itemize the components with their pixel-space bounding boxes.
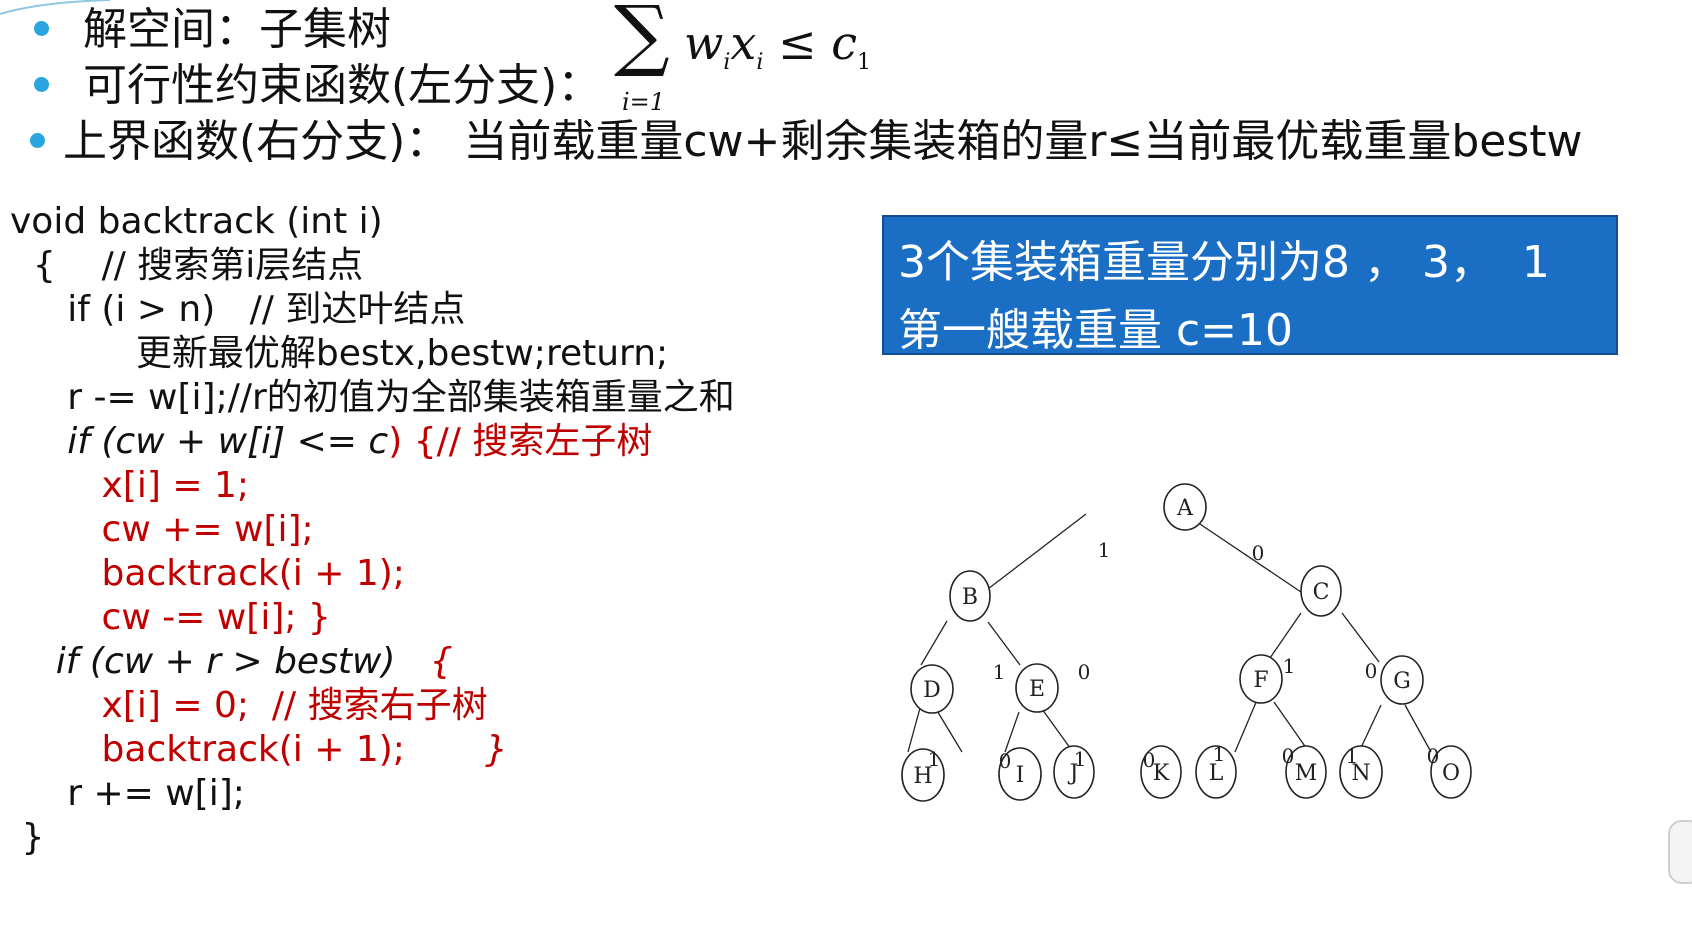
- tree-node-label-N: N: [1351, 761, 1370, 786]
- tree-node-label-C: C: [1313, 580, 1330, 605]
- bullet-list: 解空间：子集树 可行性约束函数(左分支)： 上界函数(右分支)： 当前载重量cw…: [0, 0, 1692, 175]
- code-line-5: r -= w[i];//r的初值为全部集装箱重量之和: [10, 377, 735, 418]
- tree-node-L: [1195, 745, 1237, 799]
- tree-node-O: [1430, 745, 1472, 799]
- tree-node-F: [1239, 654, 1283, 704]
- tree-node-label-M: M: [1295, 761, 1318, 786]
- formula-w: w: [684, 16, 724, 70]
- edge-label-EK: 0: [1143, 748, 1156, 772]
- tree-node-label-D: D: [923, 678, 941, 703]
- subset-tree-diagram: A B C D E F G H I J K L M N O 1 0 1 0 1 …: [896, 468, 1476, 868]
- bullet-text: 解空间：子集树: [83, 4, 391, 55]
- edge-label-DH: 1: [928, 747, 941, 771]
- code-line-6-comment: ) {// 搜索左子树: [388, 421, 653, 462]
- code-line-13-call: backtrack(i + 1);: [10, 729, 405, 770]
- tree-node-label-O: O: [1442, 761, 1460, 786]
- tree-node-label-A: A: [1176, 496, 1194, 521]
- tree-node-label-G: G: [1393, 669, 1411, 694]
- edge-label-AC: 0: [1252, 541, 1265, 565]
- tree-node-C: [1300, 565, 1342, 617]
- tree-node-H: [901, 748, 945, 802]
- tree-node-label-H: H: [913, 764, 932, 789]
- tree-node-N: [1339, 745, 1383, 799]
- slide-corner-decoration: [0, 0, 111, 15]
- formula-w-sub: i: [723, 50, 731, 76]
- tree-svg: A B C D E F G H I J K L M N O 1 0 1 0 1 …: [901, 483, 1472, 802]
- bullet-feasibility: 可行性约束函数(左分支)：: [34, 64, 601, 108]
- tree-node-label-K: K: [1153, 761, 1170, 786]
- code-line-11: if (cw + r > bestw) {: [10, 638, 453, 686]
- edge-label-GO: 0: [1427, 744, 1440, 768]
- edge-label-BE: 0: [1078, 660, 1091, 684]
- tree-node-A: [1163, 483, 1207, 531]
- code-line-6: if (cw + w[i] <= c) {// 搜索左子树: [10, 418, 652, 466]
- code-line-11-condition: if (cw + r > bestw): [10, 641, 396, 682]
- formula-x-sub: i: [756, 50, 764, 76]
- bullet-bound-function: 上界函数(右分支)： 当前载重量cw+剩余集装箱的量r≤当前最优载重量bestw: [30, 120, 1582, 164]
- side-panel-handle[interactable]: [1668, 820, 1692, 884]
- tree-node-B: [949, 570, 991, 622]
- info-weights: 3个集装箱重量分别为8 ， 3， 1: [898, 237, 1550, 288]
- tree-node-label-E: E: [1029, 677, 1045, 702]
- edge-label-CF: 1: [1283, 654, 1296, 678]
- sum-upper-limit: i: [638, 0, 646, 4]
- tree-node-label-B: B: [962, 585, 978, 610]
- tree-node-G: [1380, 655, 1424, 705]
- example-info-box: 3个集装箱重量分别为8 ， 3， 1 第一艘载重量 c=10: [882, 215, 1618, 356]
- formula-expression: wixi ≤ c1: [684, 16, 871, 75]
- tree-node-E: [1015, 663, 1059, 713]
- constraint-formula: i ∑ i=1 wixi ≤ c1: [614, 0, 894, 120]
- code-line-9: backtrack(i + 1);: [10, 553, 405, 594]
- tree-node-J: [1053, 745, 1095, 799]
- edge-label-GN: 1: [1346, 744, 1359, 768]
- sum-symbol: ∑: [614, 0, 670, 80]
- code-line-4: 更新最优解bestx,bestw;return;: [10, 333, 669, 374]
- tree-node-M: [1285, 745, 1327, 799]
- tree-node-D: [910, 664, 954, 714]
- edge-label-BD: 1: [993, 660, 1006, 684]
- edge-label-FM: 0: [1282, 744, 1295, 768]
- code-line-13-brace: }: [404, 729, 508, 770]
- sum-lower-limit: i=1: [622, 88, 666, 116]
- code-line-10: cw -= w[i]; }: [10, 597, 331, 638]
- code-line-14: r += w[i];: [10, 773, 245, 814]
- bullet-text: 上界函数(右分支)： 当前载重量cw+剩余集装箱的量r≤当前最优载重量bestw: [63, 116, 1583, 167]
- formula-c-sub: 1: [856, 50, 871, 76]
- formula-le: ≤: [778, 16, 817, 70]
- formula-x: x: [730, 16, 757, 70]
- code-line-13: backtrack(i + 1); }: [10, 726, 508, 774]
- bullet-icon: [34, 20, 49, 36]
- code-line-1: void backtrack (int i): [10, 201, 383, 242]
- tree-node-label-L: L: [1209, 761, 1224, 786]
- code-line-3: if (i > n) // 到达叶结点: [10, 289, 466, 330]
- tree-node-K: [1140, 745, 1182, 799]
- bullet-text: 可行性约束函数(左分支)：: [83, 60, 602, 111]
- formula-c: c: [831, 16, 857, 70]
- code-line-8: cw += w[i];: [10, 509, 314, 550]
- tree-node-label-F: F: [1253, 668, 1268, 693]
- code-line-7: x[i] = 1;: [10, 465, 250, 506]
- tree-node-label-I: I: [1016, 763, 1025, 788]
- code-line-11-brace: {: [395, 641, 453, 682]
- code-line-2: { // 搜索第i层结点: [10, 245, 364, 286]
- code-line-12: x[i] = 0; // 搜索右子树: [10, 685, 488, 726]
- code-line-6-condition: if (cw + w[i] <= c: [10, 421, 389, 462]
- edge-label-FL: 1: [1213, 742, 1226, 766]
- edge-label-DI: 0: [999, 749, 1012, 773]
- edge-label-CG: 0: [1365, 659, 1378, 683]
- info-capacity: 第一艘载重量 c=10: [898, 305, 1294, 356]
- tree-node-label-J: J: [1068, 761, 1079, 786]
- edge-label-EJ: 1: [1074, 747, 1087, 771]
- tree-node-I: [998, 747, 1042, 801]
- bullet-icon: [34, 76, 49, 92]
- bullet-icon: [30, 132, 45, 148]
- edge-label-AB: 1: [1098, 538, 1111, 562]
- code-line-15: }: [10, 817, 45, 858]
- bullet-solution-space: 解空间：子集树: [34, 8, 391, 52]
- code-block: void backtrack (int i) { // 搜索第i层结点 if (…: [10, 198, 850, 928]
